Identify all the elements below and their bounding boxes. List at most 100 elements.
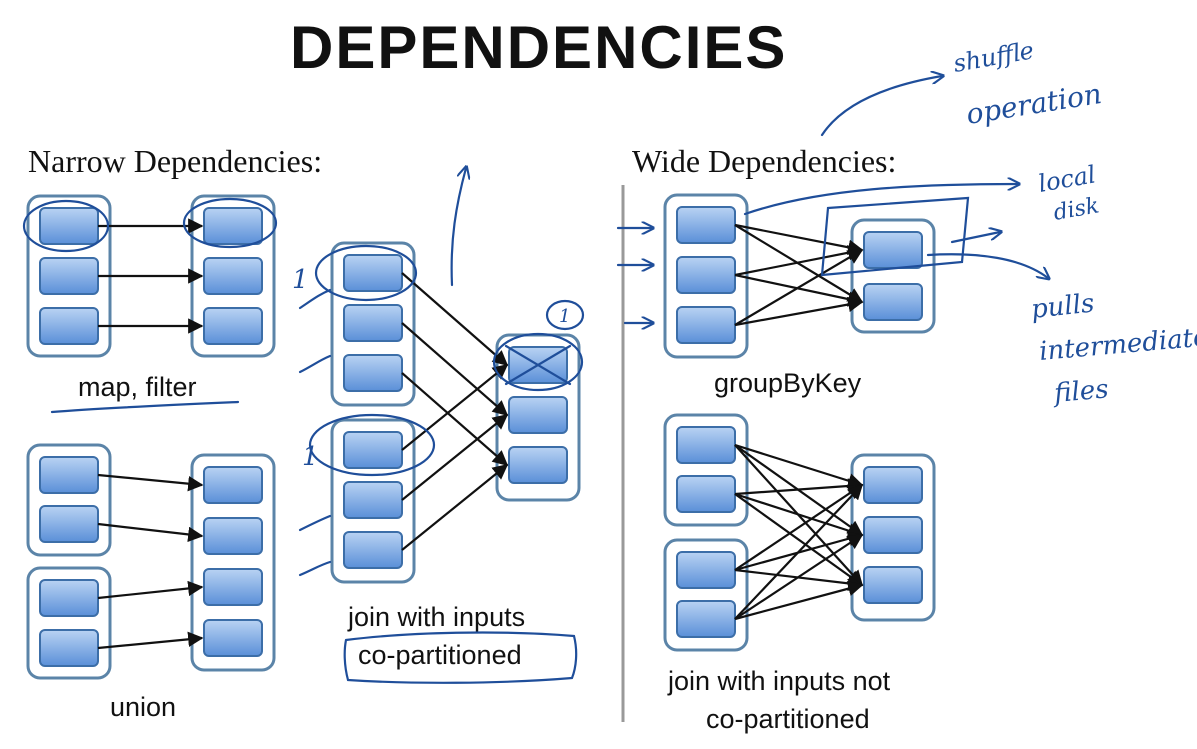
rdd-join-copart-input-a xyxy=(330,241,416,407)
dependency-arrow xyxy=(97,580,204,600)
partition xyxy=(203,466,263,504)
partition xyxy=(676,600,736,638)
rdd-union-input-b xyxy=(26,566,112,680)
ink-number-1: 1 xyxy=(292,265,309,295)
ink-curve-shuffle xyxy=(820,76,942,137)
partition xyxy=(676,306,736,344)
dependency-arrow xyxy=(734,493,864,586)
dependency-arrow xyxy=(734,249,864,326)
partition xyxy=(39,307,99,345)
rdd-join-copart-input-b xyxy=(330,418,416,584)
caption-union: union xyxy=(110,692,176,722)
partition xyxy=(343,431,403,469)
partition xyxy=(676,475,736,513)
partition xyxy=(863,466,923,504)
partition xyxy=(203,207,263,245)
ink-circle xyxy=(314,244,418,302)
caption-join-noncopart-1: join with inputs not xyxy=(667,666,891,696)
caption-map-filter: map, filter xyxy=(78,372,197,402)
rdd-union-input-a xyxy=(26,443,112,557)
partition xyxy=(39,579,99,617)
partition xyxy=(343,531,403,569)
ink-note-pulls-3: files xyxy=(1051,374,1110,409)
ink-box-around-label xyxy=(343,631,578,684)
ink-number-1: 1 xyxy=(302,442,319,472)
dependency-arrow xyxy=(401,272,509,367)
ink-note-local-2: disk xyxy=(1052,193,1101,226)
partition xyxy=(676,426,736,464)
ink-cross xyxy=(504,344,572,386)
partition xyxy=(39,456,99,494)
dependency-arrows xyxy=(97,218,864,650)
partition xyxy=(203,307,263,345)
ink-note-pulls-2: intermediate xyxy=(1038,322,1197,367)
partition xyxy=(203,568,263,606)
dependency-arrow xyxy=(734,484,864,571)
partition xyxy=(343,481,403,519)
wide-heading: Wide Dependencies: xyxy=(632,143,896,179)
partition xyxy=(343,254,403,292)
ink-arrow-up xyxy=(450,168,466,287)
ink-line-local-disk xyxy=(743,184,1018,216)
partitions xyxy=(39,206,923,667)
partition xyxy=(676,256,736,294)
partition xyxy=(508,446,568,484)
ink-tick xyxy=(298,514,332,532)
partition xyxy=(203,517,263,555)
dependency-arrow xyxy=(401,364,509,451)
ink-number-1: 1 xyxy=(559,306,570,327)
partition xyxy=(863,231,923,269)
dependency-arrow xyxy=(401,322,509,417)
partition xyxy=(203,257,263,295)
ink-tick xyxy=(298,354,332,374)
partition xyxy=(39,629,99,667)
partition xyxy=(39,207,99,245)
partition xyxy=(863,516,923,554)
ink-circle xyxy=(308,413,436,477)
partition xyxy=(203,619,263,657)
partition xyxy=(39,257,99,295)
dependency-arrow xyxy=(734,483,864,620)
dependency-arrow xyxy=(401,372,509,467)
partition xyxy=(676,206,736,244)
partition xyxy=(343,354,403,392)
rdd-join-noncopart-input-b xyxy=(663,538,749,652)
dependency-arrow xyxy=(734,478,864,496)
ink-tick xyxy=(298,288,332,310)
ink-annotations xyxy=(22,76,1048,684)
dependency-arrow xyxy=(401,414,509,501)
partition xyxy=(343,304,403,342)
ink-box-local-disk xyxy=(820,196,970,277)
caption-join-noncopart-2: co-partitioned xyxy=(706,704,870,734)
ink-note-pulls-1: pulls xyxy=(1030,289,1096,325)
ink-note-local-1: local xyxy=(1036,160,1098,198)
ink-circle xyxy=(182,197,278,249)
ink-curve-pulls xyxy=(926,253,1048,278)
dependency-arrow xyxy=(734,245,864,277)
dependency-arrow xyxy=(734,534,864,620)
caption-join-copart-2: co-partitioned xyxy=(358,640,522,670)
ink-arrow-local xyxy=(950,232,1000,244)
partition xyxy=(863,283,923,321)
dependency-arrow xyxy=(734,223,864,255)
page-title: DEPENDENCIES xyxy=(290,14,787,81)
partition xyxy=(676,551,736,589)
dependency-arrow xyxy=(734,296,864,327)
ink-circle xyxy=(492,332,584,392)
rdd-groupbykey-input xyxy=(663,193,749,359)
narrow-heading: Narrow Dependencies: xyxy=(28,143,322,179)
dependency-arrow xyxy=(97,473,204,492)
partition xyxy=(508,396,568,434)
dependency-arrow xyxy=(97,631,204,650)
partition xyxy=(39,505,99,543)
dependency-arrow xyxy=(734,443,864,489)
ink-note-shuffle-1: shuffle xyxy=(951,36,1036,78)
ink-circle xyxy=(22,199,110,253)
partition xyxy=(863,566,923,604)
dependency-arrow xyxy=(97,522,204,543)
ink-underline xyxy=(50,400,240,414)
rdd-union-output xyxy=(190,453,276,672)
ink-circle-small xyxy=(545,299,585,331)
ink-text: 1 1 1 shuffle operation local disk pulls… xyxy=(292,36,1197,472)
